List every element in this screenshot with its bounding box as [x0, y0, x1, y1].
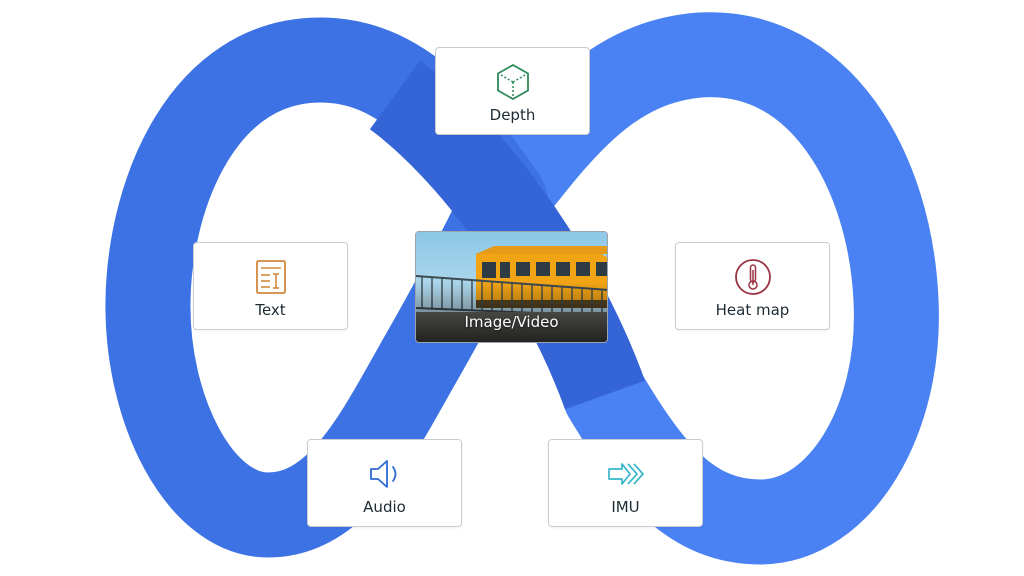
modality-label-image-video: Image/Video — [464, 313, 559, 331]
document-text-icon — [251, 257, 291, 297]
speaker-icon — [365, 454, 405, 494]
modality-card-image-video: Image/Video — [415, 231, 608, 343]
cube-icon — [493, 62, 533, 102]
modality-label-depth: Depth — [489, 106, 536, 124]
modality-label-audio: Audio — [363, 498, 406, 516]
modality-label-imu: IMU — [611, 498, 640, 516]
modality-card-depth: Depth — [435, 47, 590, 135]
logo-right-loop — [462, 12, 939, 565]
modality-card-heatmap: Heat map — [675, 242, 830, 330]
modality-label-text: Text — [255, 301, 286, 319]
logo-cross-strand — [369, 60, 645, 410]
logo-left-loop — [105, 17, 548, 558]
train-photo — [416, 232, 607, 342]
modality-card-imu: IMU — [548, 439, 703, 527]
motion-arrows-icon — [606, 454, 646, 494]
modality-card-text: Text — [193, 242, 348, 330]
thermometer-icon — [733, 257, 773, 297]
modality-label-heatmap: Heat map — [715, 301, 790, 319]
modality-card-audio: Audio — [307, 439, 462, 527]
